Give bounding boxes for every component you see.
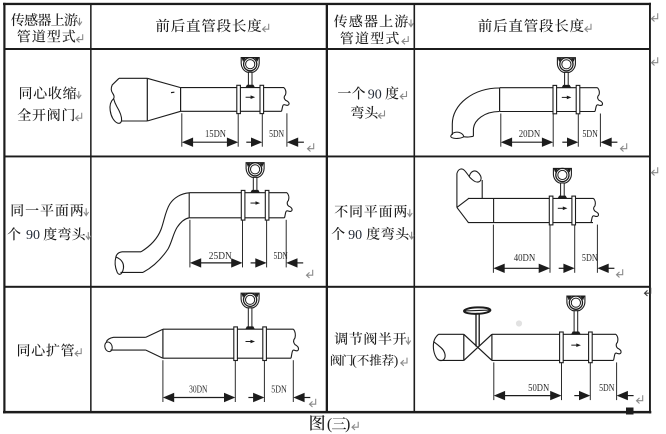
- svg-text:90: 90: [26, 228, 40, 243]
- svg-text:40DN: 40DN: [514, 253, 536, 264]
- svg-text:20DN: 20DN: [519, 129, 541, 140]
- svg-text:5DN: 5DN: [274, 251, 289, 262]
- svg-text:30DN: 30DN: [189, 384, 208, 395]
- svg-text:5DN: 5DN: [269, 129, 284, 140]
- svg-text:15DN: 15DN: [205, 129, 226, 140]
- svg-text:5DN: 5DN: [582, 253, 598, 264]
- svg-text:): ): [394, 354, 399, 369]
- svg-text:5DN: 5DN: [271, 384, 287, 395]
- svg-text:5DN: 5DN: [599, 383, 615, 394]
- svg-text:): ): [345, 416, 350, 433]
- svg-text:(: (: [327, 416, 332, 433]
- svg-text:90: 90: [348, 228, 362, 243]
- svg-text:90: 90: [368, 87, 382, 102]
- svg-text:25DN: 25DN: [209, 251, 232, 262]
- svg-text:50DN: 50DN: [528, 383, 549, 394]
- svg-text:(: (: [352, 354, 357, 369]
- svg-text:5DN: 5DN: [582, 129, 598, 140]
